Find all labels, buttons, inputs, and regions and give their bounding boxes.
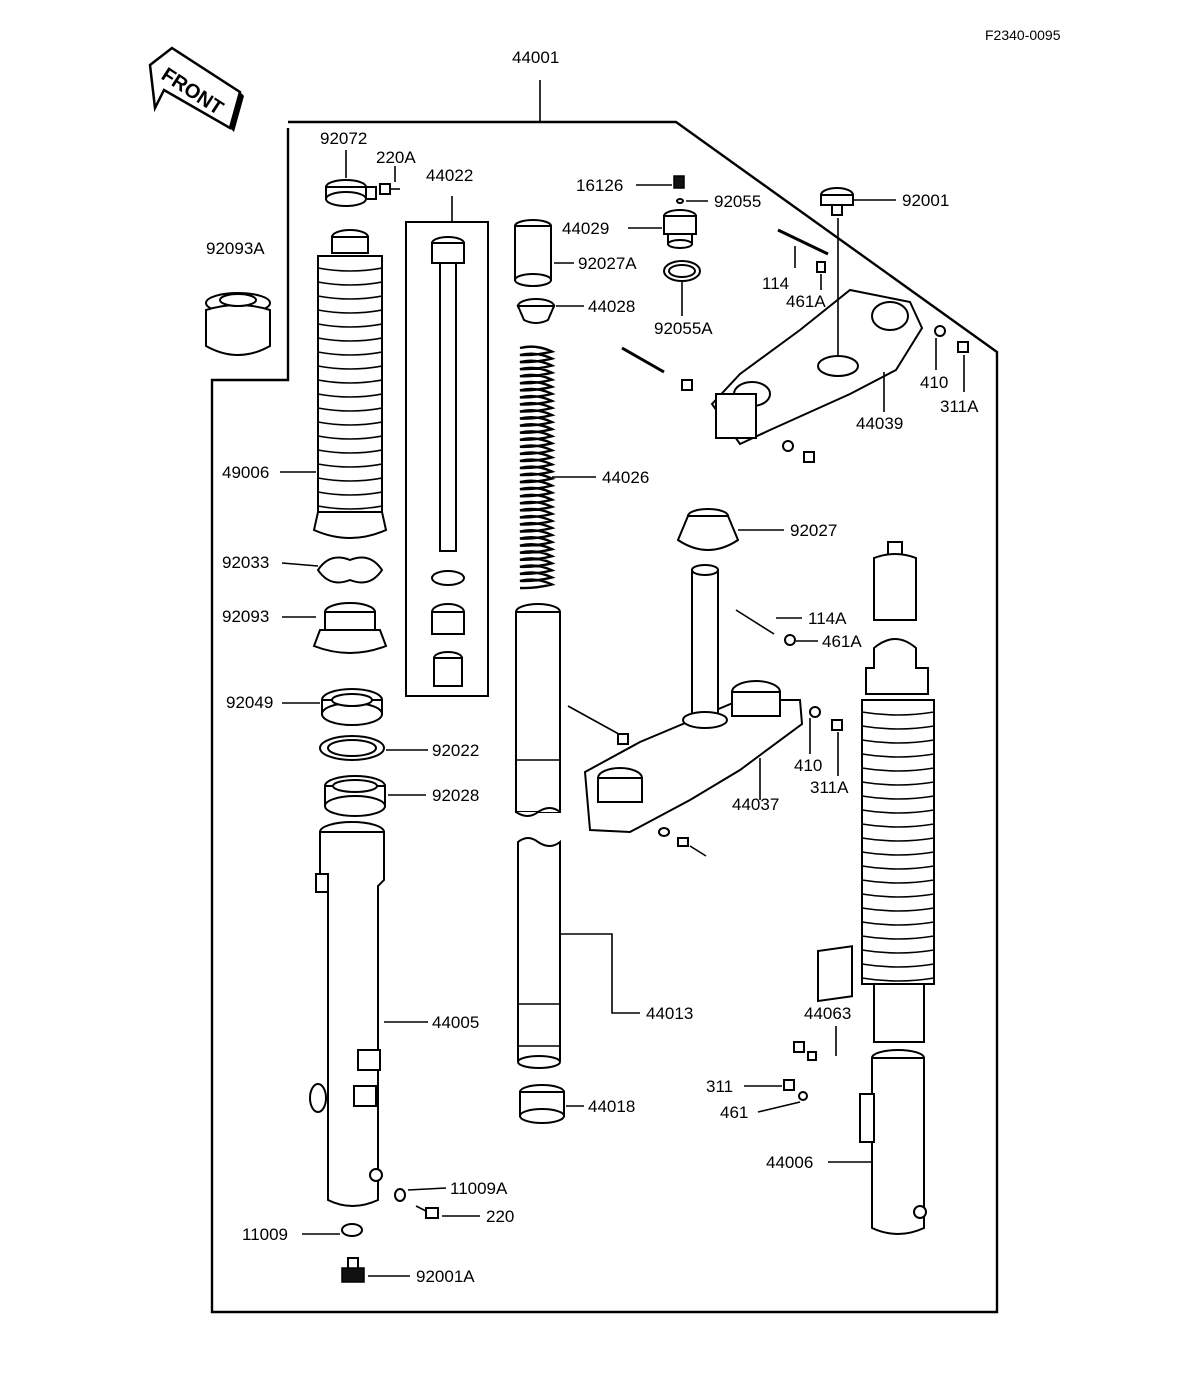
washer-461A-mid-part	[784, 634, 796, 646]
spacer-tube-92027A-part	[514, 219, 552, 287]
damper-rod-kit-box	[405, 221, 489, 697]
clamp-screw-part	[379, 183, 400, 195]
outer-tube-left-part	[309, 821, 385, 1207]
nut-upper-part	[793, 1041, 805, 1053]
label-49006: 49006	[222, 463, 269, 482]
washer-410-top-part	[934, 325, 946, 337]
bolt-114-part	[777, 228, 829, 256]
label-44022: 44022	[426, 166, 473, 185]
label-410-top: 410	[920, 373, 948, 392]
air-valve-16126-part	[673, 175, 685, 189]
circlip-part	[316, 556, 384, 584]
label-220A: 220A	[376, 148, 416, 167]
assembly-frame	[210, 120, 999, 1314]
outer-tube-right-part	[859, 1049, 927, 1235]
label-92033: 92033	[222, 553, 269, 572]
label-114: 114	[762, 274, 789, 293]
washer-11009-part	[341, 1223, 363, 1237]
cap-bolt-92001-part	[820, 187, 854, 216]
label-461: 461	[720, 1103, 748, 1122]
oil-seal-part	[312, 602, 388, 654]
label-11009: 11009	[242, 1225, 288, 1244]
label-44018: 44018	[588, 1097, 635, 1116]
label-44037: 44037	[732, 795, 779, 814]
inner-tube-left-part	[515, 603, 561, 817]
label-44026: 44026	[602, 468, 649, 487]
damper-rod-part	[431, 236, 465, 687]
fork-boot-right-part	[861, 699, 935, 1043]
fork-cap-44029-part	[663, 209, 697, 249]
label-44029: 44029	[562, 219, 609, 238]
label-92093: 92093	[222, 607, 269, 626]
inner-tube-lower-part	[517, 837, 561, 1069]
label-44028: 44028	[588, 297, 635, 316]
fork-cap-right-part	[873, 541, 917, 621]
axle-clamp-44063-part	[817, 945, 853, 1003]
label-410-mid: 410	[794, 756, 822, 775]
label-44005: 44005	[432, 1013, 479, 1032]
o-ring-92055-part	[676, 198, 684, 204]
stem-bracket-44037-part	[567, 564, 804, 857]
washer-461A-top-part	[816, 261, 826, 273]
label-92027A: 92027A	[578, 254, 637, 273]
label-44006: 44006	[766, 1153, 813, 1172]
label-11009A: 11009A	[450, 1179, 508, 1198]
washer-11009A-part	[394, 1188, 406, 1202]
label-311A-mid: 311A	[810, 778, 849, 797]
nut-lower-part	[807, 1051, 817, 1061]
diagram-code: F2340-0095	[985, 27, 1061, 43]
washer-92049-part	[321, 688, 383, 726]
label-92055: 92055	[714, 192, 761, 211]
label-92093A: 92093A	[206, 239, 265, 258]
slide-bushing-44018-part	[519, 1084, 565, 1124]
nut-311A-mid-part	[831, 719, 843, 731]
label-220: 220	[486, 1207, 514, 1226]
label-16126: 16126	[576, 176, 623, 195]
label-311: 311	[706, 1077, 733, 1096]
label-92001: 92001	[902, 191, 949, 210]
label-92001A: 92001A	[416, 1267, 475, 1286]
handlebar-holder-44039-part	[621, 218, 924, 463]
stem-cap-92027-part	[676, 508, 740, 551]
boot-clamp-part	[325, 179, 377, 207]
bellows-ribs	[317, 267, 383, 510]
label-92027: 92027	[790, 521, 837, 540]
bushing-92028-part	[324, 775, 386, 817]
nut-311-part	[783, 1079, 795, 1091]
bellows-right-ribs	[861, 711, 935, 982]
dust-seal-cap-part	[205, 292, 271, 356]
spring-seat-44028-part	[516, 298, 556, 324]
label-44063: 44063	[804, 1004, 851, 1023]
label-44013: 44013	[646, 1004, 693, 1023]
ring-92022-part	[319, 735, 385, 761]
inner-tube-right-part	[865, 638, 929, 695]
label-92049: 92049	[226, 693, 273, 712]
bottom-bolt-92001A-part	[341, 1257, 365, 1283]
front-arrow-icon: FRONT	[148, 46, 244, 132]
label-92028: 92028	[432, 786, 479, 805]
drain-screw-220-part	[415, 1205, 439, 1219]
label-92072: 92072	[320, 129, 367, 148]
label-92055A: 92055A	[654, 319, 713, 338]
washer-461-part	[798, 1091, 808, 1101]
label-311A-top: 311A	[940, 397, 979, 416]
washer-410-mid-part	[809, 706, 821, 718]
fork-spring-part	[519, 345, 556, 590]
label-114A: 114A	[808, 609, 847, 628]
o-ring-92055A-part	[663, 260, 701, 282]
label-92022: 92022	[432, 741, 479, 760]
label-461A-mid: 461A	[822, 632, 862, 651]
nut-311A-top-part	[957, 341, 969, 353]
label-461A-top: 461A	[786, 292, 826, 311]
label-44001: 44001	[512, 48, 559, 67]
fork-boot-bellows-part	[312, 229, 388, 539]
label-44039: 44039	[856, 414, 903, 433]
